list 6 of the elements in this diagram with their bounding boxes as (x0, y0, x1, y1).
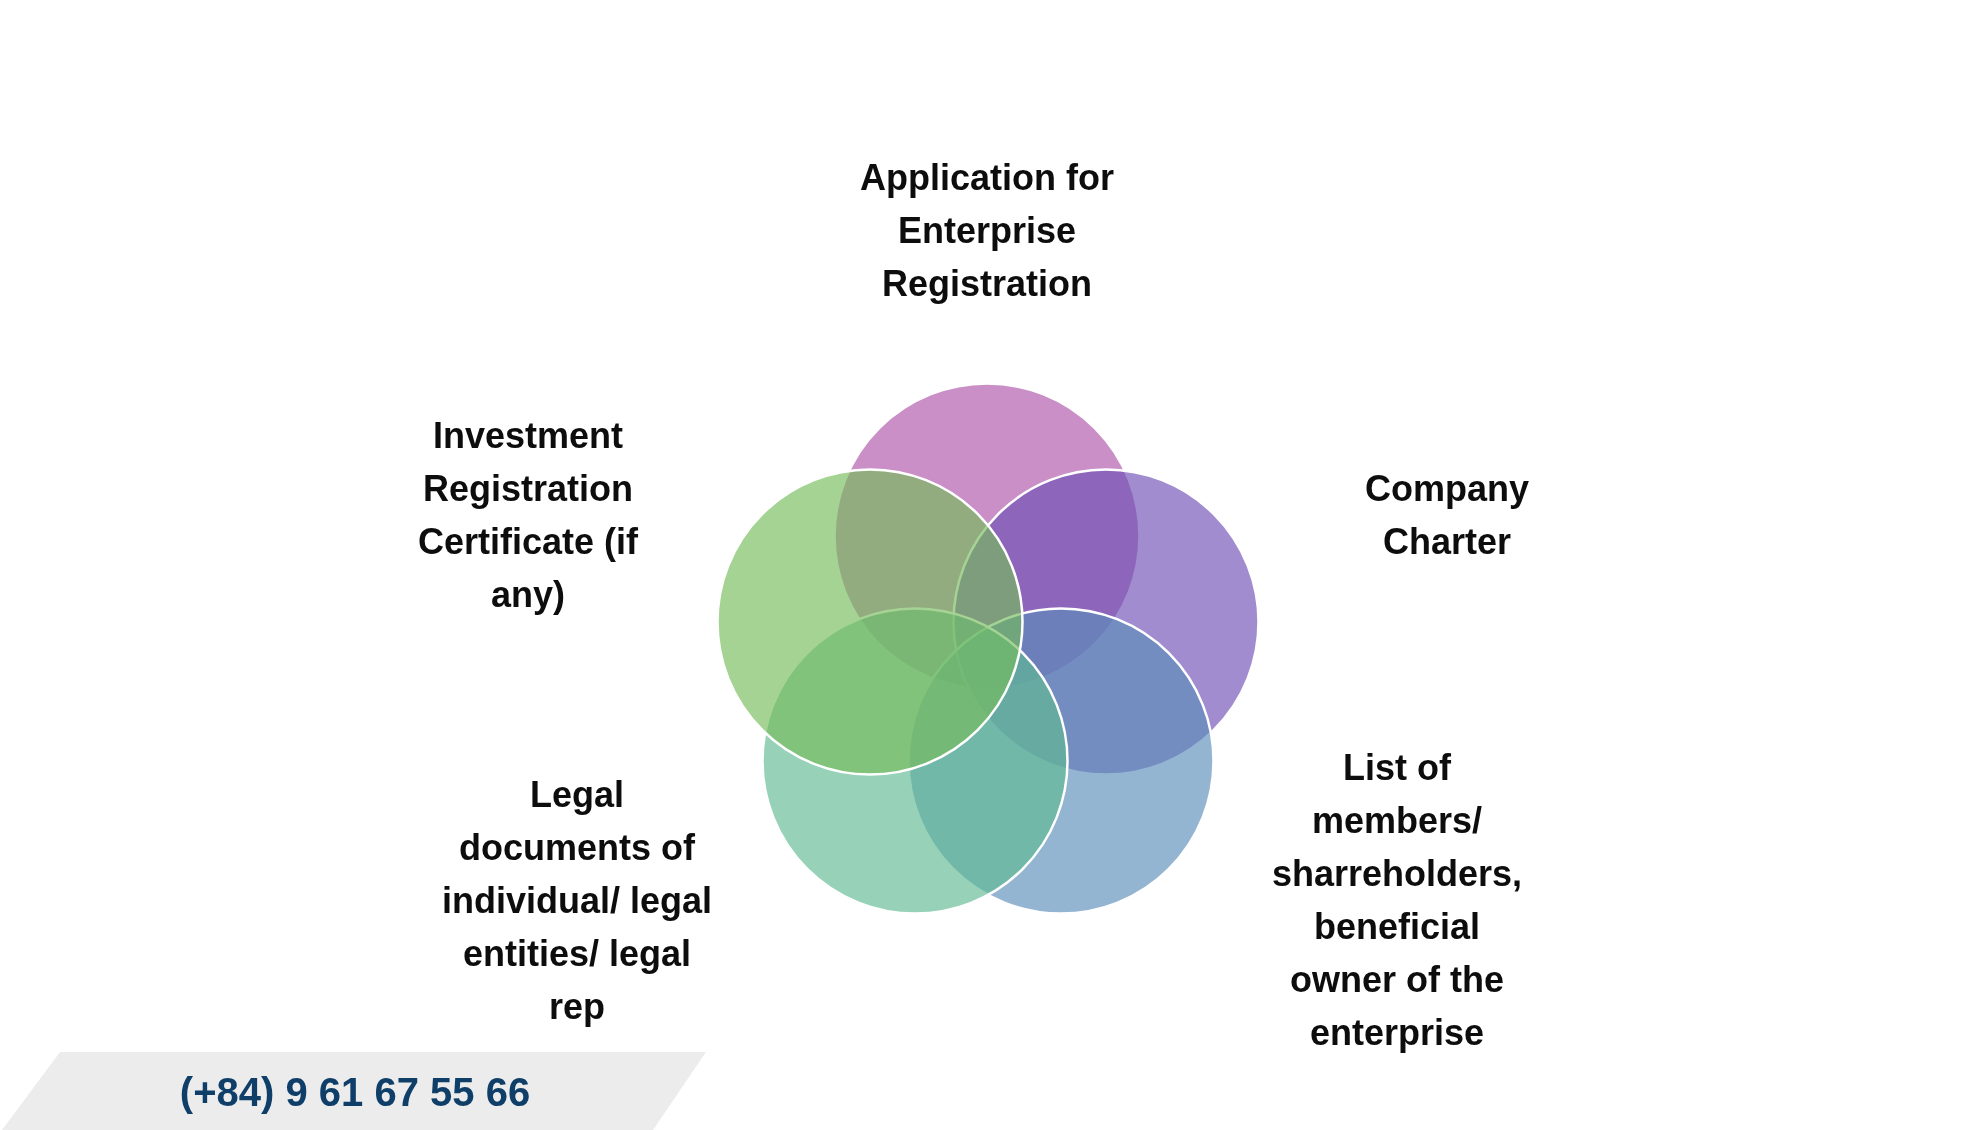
circle-label: Company Charter (1364, 467, 1530, 564)
circle-label: Investment Registration Certificate (if any) (416, 414, 639, 617)
circle-label: Legal documents of individual/ legal entities/ legal rep (440, 772, 714, 1029)
circle-label: Application for Enterprise Registration (859, 155, 1115, 306)
circle-label: List of members/ sharreholders, beneficial owner of the enterprise (1270, 746, 1524, 1055)
phone-number: (+84) 9 61 67 55 66 (179, 1069, 531, 1116)
